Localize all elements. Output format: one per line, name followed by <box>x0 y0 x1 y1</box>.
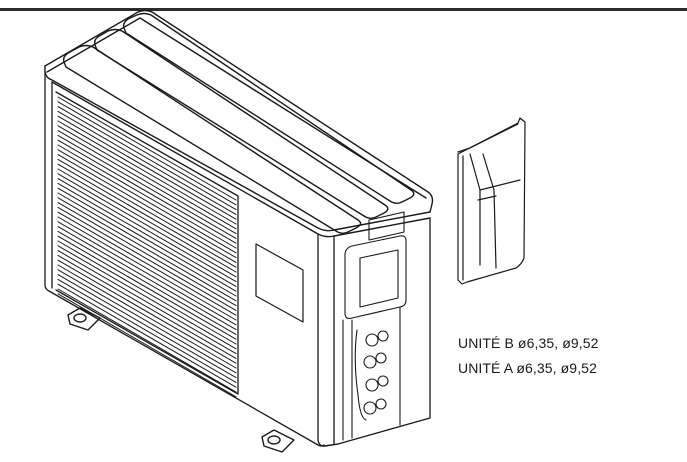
top-rule <box>0 8 687 11</box>
unit-b-pipe-label: UNITÉ B ø6,35, ø9,52 <box>458 335 599 351</box>
side-cover-panel <box>457 117 526 285</box>
unit-side-face <box>317 217 431 447</box>
service-valves-area <box>342 211 407 441</box>
unit-a-pipe-label: UNITÉ A ø6,35, ø9,52 <box>458 360 597 376</box>
label-plate <box>255 243 304 323</box>
unit-feet <box>67 307 295 453</box>
front-grille <box>57 96 237 398</box>
